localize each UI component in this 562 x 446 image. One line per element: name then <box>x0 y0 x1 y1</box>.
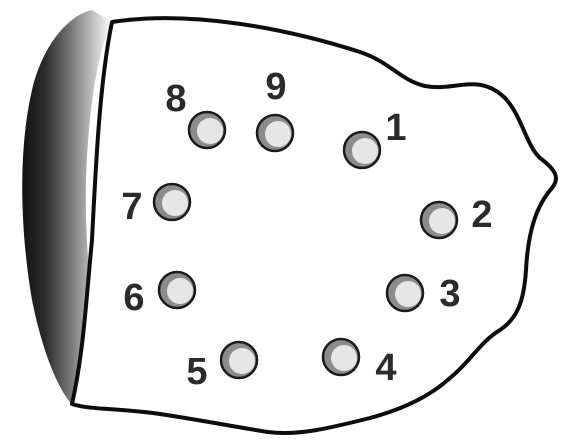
hole-face <box>395 281 421 307</box>
hole-label-5: 5 <box>186 351 207 393</box>
hole-label-4: 4 <box>375 347 396 389</box>
hole-label-3: 3 <box>439 273 460 315</box>
hole-label-8: 8 <box>165 78 186 120</box>
hole-face <box>265 121 291 147</box>
hole-face <box>429 208 455 234</box>
hole-face <box>229 348 255 374</box>
hole-face <box>352 138 378 164</box>
hole-face <box>162 190 188 216</box>
hole-label-6: 6 <box>123 277 144 319</box>
hole-label-7: 7 <box>121 186 142 228</box>
hole-label-1: 1 <box>385 107 406 149</box>
hole-face <box>197 118 223 144</box>
hole-label-9: 9 <box>265 66 286 108</box>
hole-face <box>167 278 193 304</box>
hole-label-2: 2 <box>471 194 492 236</box>
hole-face <box>331 345 357 371</box>
